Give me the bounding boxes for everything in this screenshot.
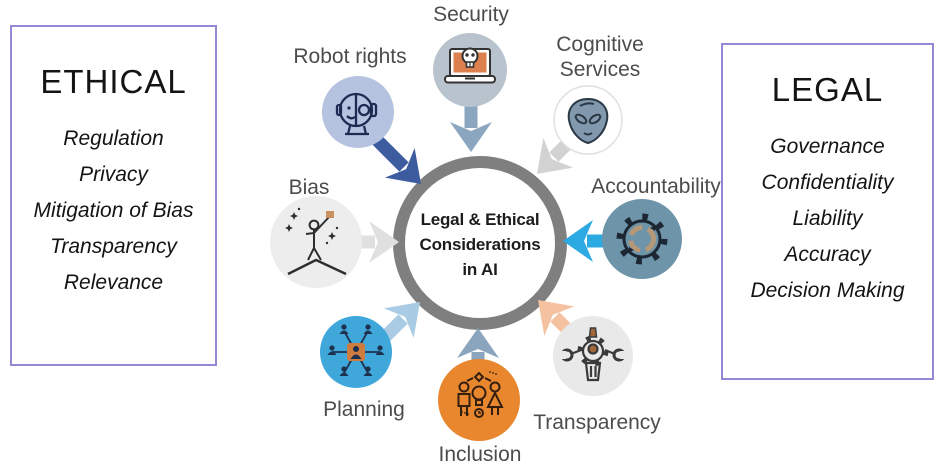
legal-item: Confidentiality	[761, 171, 894, 194]
balance-person-icon	[285, 207, 347, 276]
ethical-title: ETHICAL	[40, 63, 187, 100]
robot-rights-circle	[322, 76, 394, 148]
robot-rights-arrow	[372, 135, 421, 184]
ethical-item: Transparency	[50, 235, 177, 258]
cognitive-services-label: Cognitive Services	[556, 33, 644, 81]
inclusion-label: Inclusion	[438, 443, 522, 466]
center-title-line: in AI	[462, 260, 498, 279]
security-label: Security	[433, 3, 509, 26]
gear-wrench-icon	[559, 327, 627, 382]
bias-label: Bias	[288, 176, 330, 199]
transparency-circle	[553, 316, 633, 396]
ethical-item: Regulation	[63, 127, 164, 150]
bias-circle	[270, 196, 362, 288]
legal-item: Decision Making	[750, 279, 905, 302]
legal-item: Governance	[770, 135, 885, 158]
planning-label: Planning	[323, 398, 405, 421]
ethical-item: Privacy	[79, 163, 148, 186]
network-people-icon	[327, 324, 385, 376]
legal-item: Accuracy	[784, 243, 871, 266]
center-ring	[393, 156, 567, 330]
alien-icon	[567, 97, 609, 145]
accountability-label: Accountability	[591, 175, 721, 198]
people-idea-icon	[457, 371, 504, 418]
center-title-line: Legal & Ethical	[420, 210, 540, 229]
ethical-items: Regulation Privacy Mitigation of Bias Tr…	[12, 121, 215, 301]
ethical-box: ETHICAL Regulation Privacy Mitigation of…	[10, 25, 217, 366]
legal-items: Governance Confidentiality Liability Acc…	[723, 129, 932, 309]
laptop-skull-icon	[444, 47, 496, 84]
center-title-line: Considerations	[419, 235, 541, 254]
center-title: Legal & Ethical Considerations in AI	[405, 207, 555, 282]
robot-rights-label: Robot rights	[293, 45, 407, 68]
ethical-item: Relevance	[63, 271, 164, 294]
transparency-label: Transparency	[533, 411, 661, 434]
gear-sync-icon	[616, 213, 668, 265]
legal-item: Liability	[792, 207, 863, 230]
legal-title: LEGAL	[771, 71, 884, 108]
robot-head-icon	[335, 92, 378, 136]
legal-box: LEGAL Governance Confidentiality Liabili…	[721, 43, 934, 380]
accountability-circle	[602, 199, 682, 279]
ethical-item: Mitigation of Bias	[33, 199, 194, 222]
